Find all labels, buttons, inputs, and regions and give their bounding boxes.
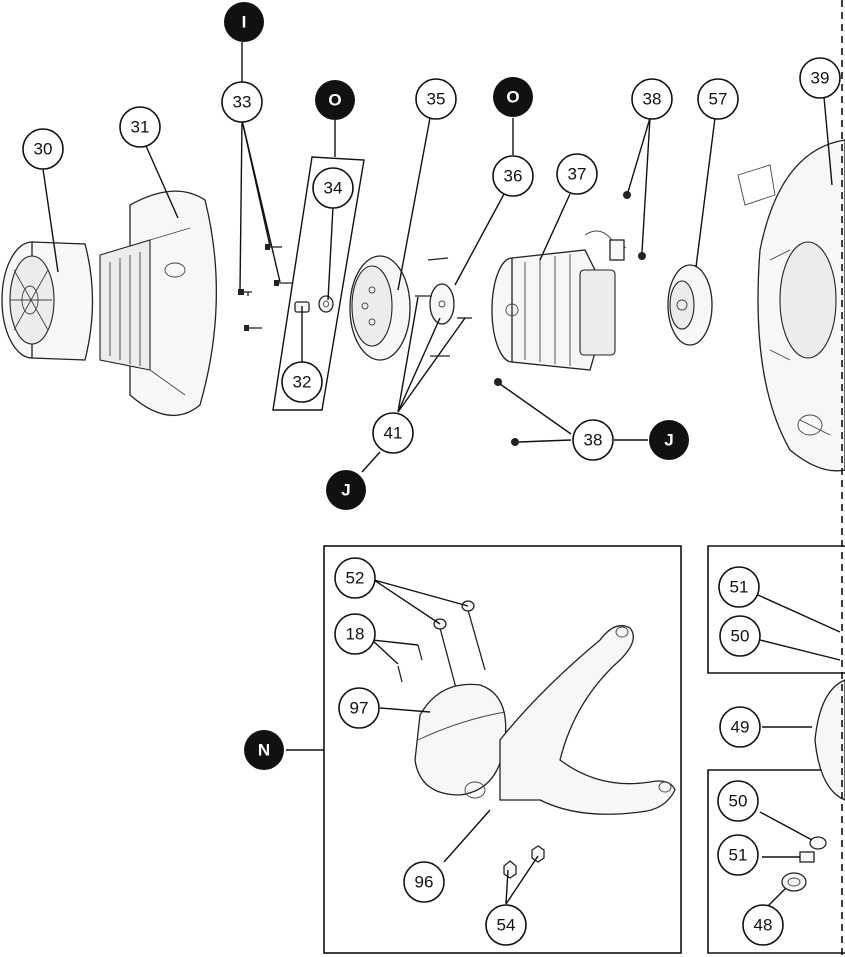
svg-text:38: 38 [643, 90, 662, 109]
part-38-nuts [494, 191, 646, 446]
callout-51-lower: 51 [717, 834, 759, 876]
svg-text:96: 96 [415, 873, 434, 892]
part-39-housing [737, 139, 845, 472]
callout-49: 49 [719, 706, 761, 748]
ref-marker-j-left: J [326, 470, 366, 510]
svg-text:52: 52 [346, 569, 365, 588]
part-57-bearing [667, 264, 713, 346]
detail-box-right-upper [707, 545, 845, 674]
svg-text:34: 34 [324, 179, 343, 198]
part-50-washer [809, 836, 827, 850]
svg-text:51: 51 [730, 578, 749, 597]
part-18-screws [397, 644, 423, 683]
svg-text:J: J [341, 481, 350, 500]
svg-text:48: 48 [754, 916, 773, 935]
callout-57: 57 [697, 78, 739, 120]
callout-30: 30 [22, 128, 64, 170]
callout-54: 54 [485, 904, 527, 946]
svg-text:32: 32 [293, 373, 312, 392]
callout-35: 35 [415, 78, 457, 120]
svg-text:50: 50 [731, 627, 750, 646]
part-54-nuts [503, 845, 545, 879]
svg-text:18: 18 [346, 625, 365, 644]
callout-31: 31 [119, 106, 161, 148]
ref-marker-j-right: J [649, 420, 689, 460]
callout-51-upper: 51 [718, 566, 760, 608]
callout-34: 34 [312, 167, 354, 209]
part-51-fitting [799, 851, 815, 863]
ref-marker-o-left: O [315, 80, 355, 120]
detail-box-right-lower [707, 769, 845, 954]
ref-marker-i: I [224, 2, 264, 42]
part-33-screws [238, 244, 292, 331]
callout-39: 39 [799, 57, 841, 99]
part-48-ring [781, 872, 807, 892]
part-30-fan-housing [1, 241, 94, 361]
svg-text:49: 49 [731, 718, 750, 737]
callout-18: 18 [334, 613, 376, 655]
callout-38-top: 38 [631, 78, 673, 120]
ref-marker-n: N [244, 730, 284, 770]
svg-text:36: 36 [504, 167, 523, 186]
callout-97: 97 [338, 687, 380, 729]
callout-32: 32 [281, 361, 323, 403]
svg-text:38: 38 [584, 431, 603, 450]
callout-96: 96 [403, 861, 445, 903]
ref-marker-o-right: O [493, 77, 533, 117]
part-36-hub [415, 257, 472, 357]
svg-text:50: 50 [729, 792, 748, 811]
svg-text:41: 41 [384, 424, 403, 443]
svg-text:97: 97 [350, 699, 369, 718]
callout-52: 52 [334, 557, 376, 599]
svg-text:54: 54 [497, 916, 516, 935]
callout-38-bottom: 38 [572, 419, 614, 461]
part-34-washer [318, 295, 334, 313]
callout-36: 36 [492, 155, 534, 197]
callout-50-lower: 50 [717, 780, 759, 822]
svg-text:31: 31 [131, 118, 150, 137]
part-37-motor [491, 230, 627, 371]
part-96-bracket [499, 625, 676, 815]
svg-text:51: 51 [729, 846, 748, 865]
svg-text:35: 35 [427, 90, 446, 109]
part-31-impeller-shroud [99, 190, 218, 417]
part-35-bearing-plate [349, 255, 411, 361]
svg-text:N: N [258, 741, 270, 760]
svg-text:O: O [328, 91, 341, 110]
svg-text:I: I [242, 13, 247, 32]
svg-text:39: 39 [811, 69, 830, 88]
callout-33: 33 [221, 81, 263, 123]
callout-50-upper: 50 [719, 615, 761, 657]
svg-text:O: O [506, 88, 519, 107]
svg-text:37: 37 [568, 165, 587, 184]
part-52-bolts [433, 600, 486, 689]
svg-text:57: 57 [709, 90, 728, 109]
callout-37: 37 [556, 153, 598, 195]
leader-lines [42, 42, 841, 907]
part-97-mount [414, 683, 507, 799]
detail-box-n [286, 545, 682, 954]
svg-text:30: 30 [34, 140, 53, 159]
callout-48: 48 [742, 904, 784, 946]
svg-text:J: J [664, 431, 673, 450]
callout-41: 41 [372, 412, 414, 454]
svg-text:33: 33 [233, 93, 252, 112]
part-49-disc [814, 679, 845, 801]
